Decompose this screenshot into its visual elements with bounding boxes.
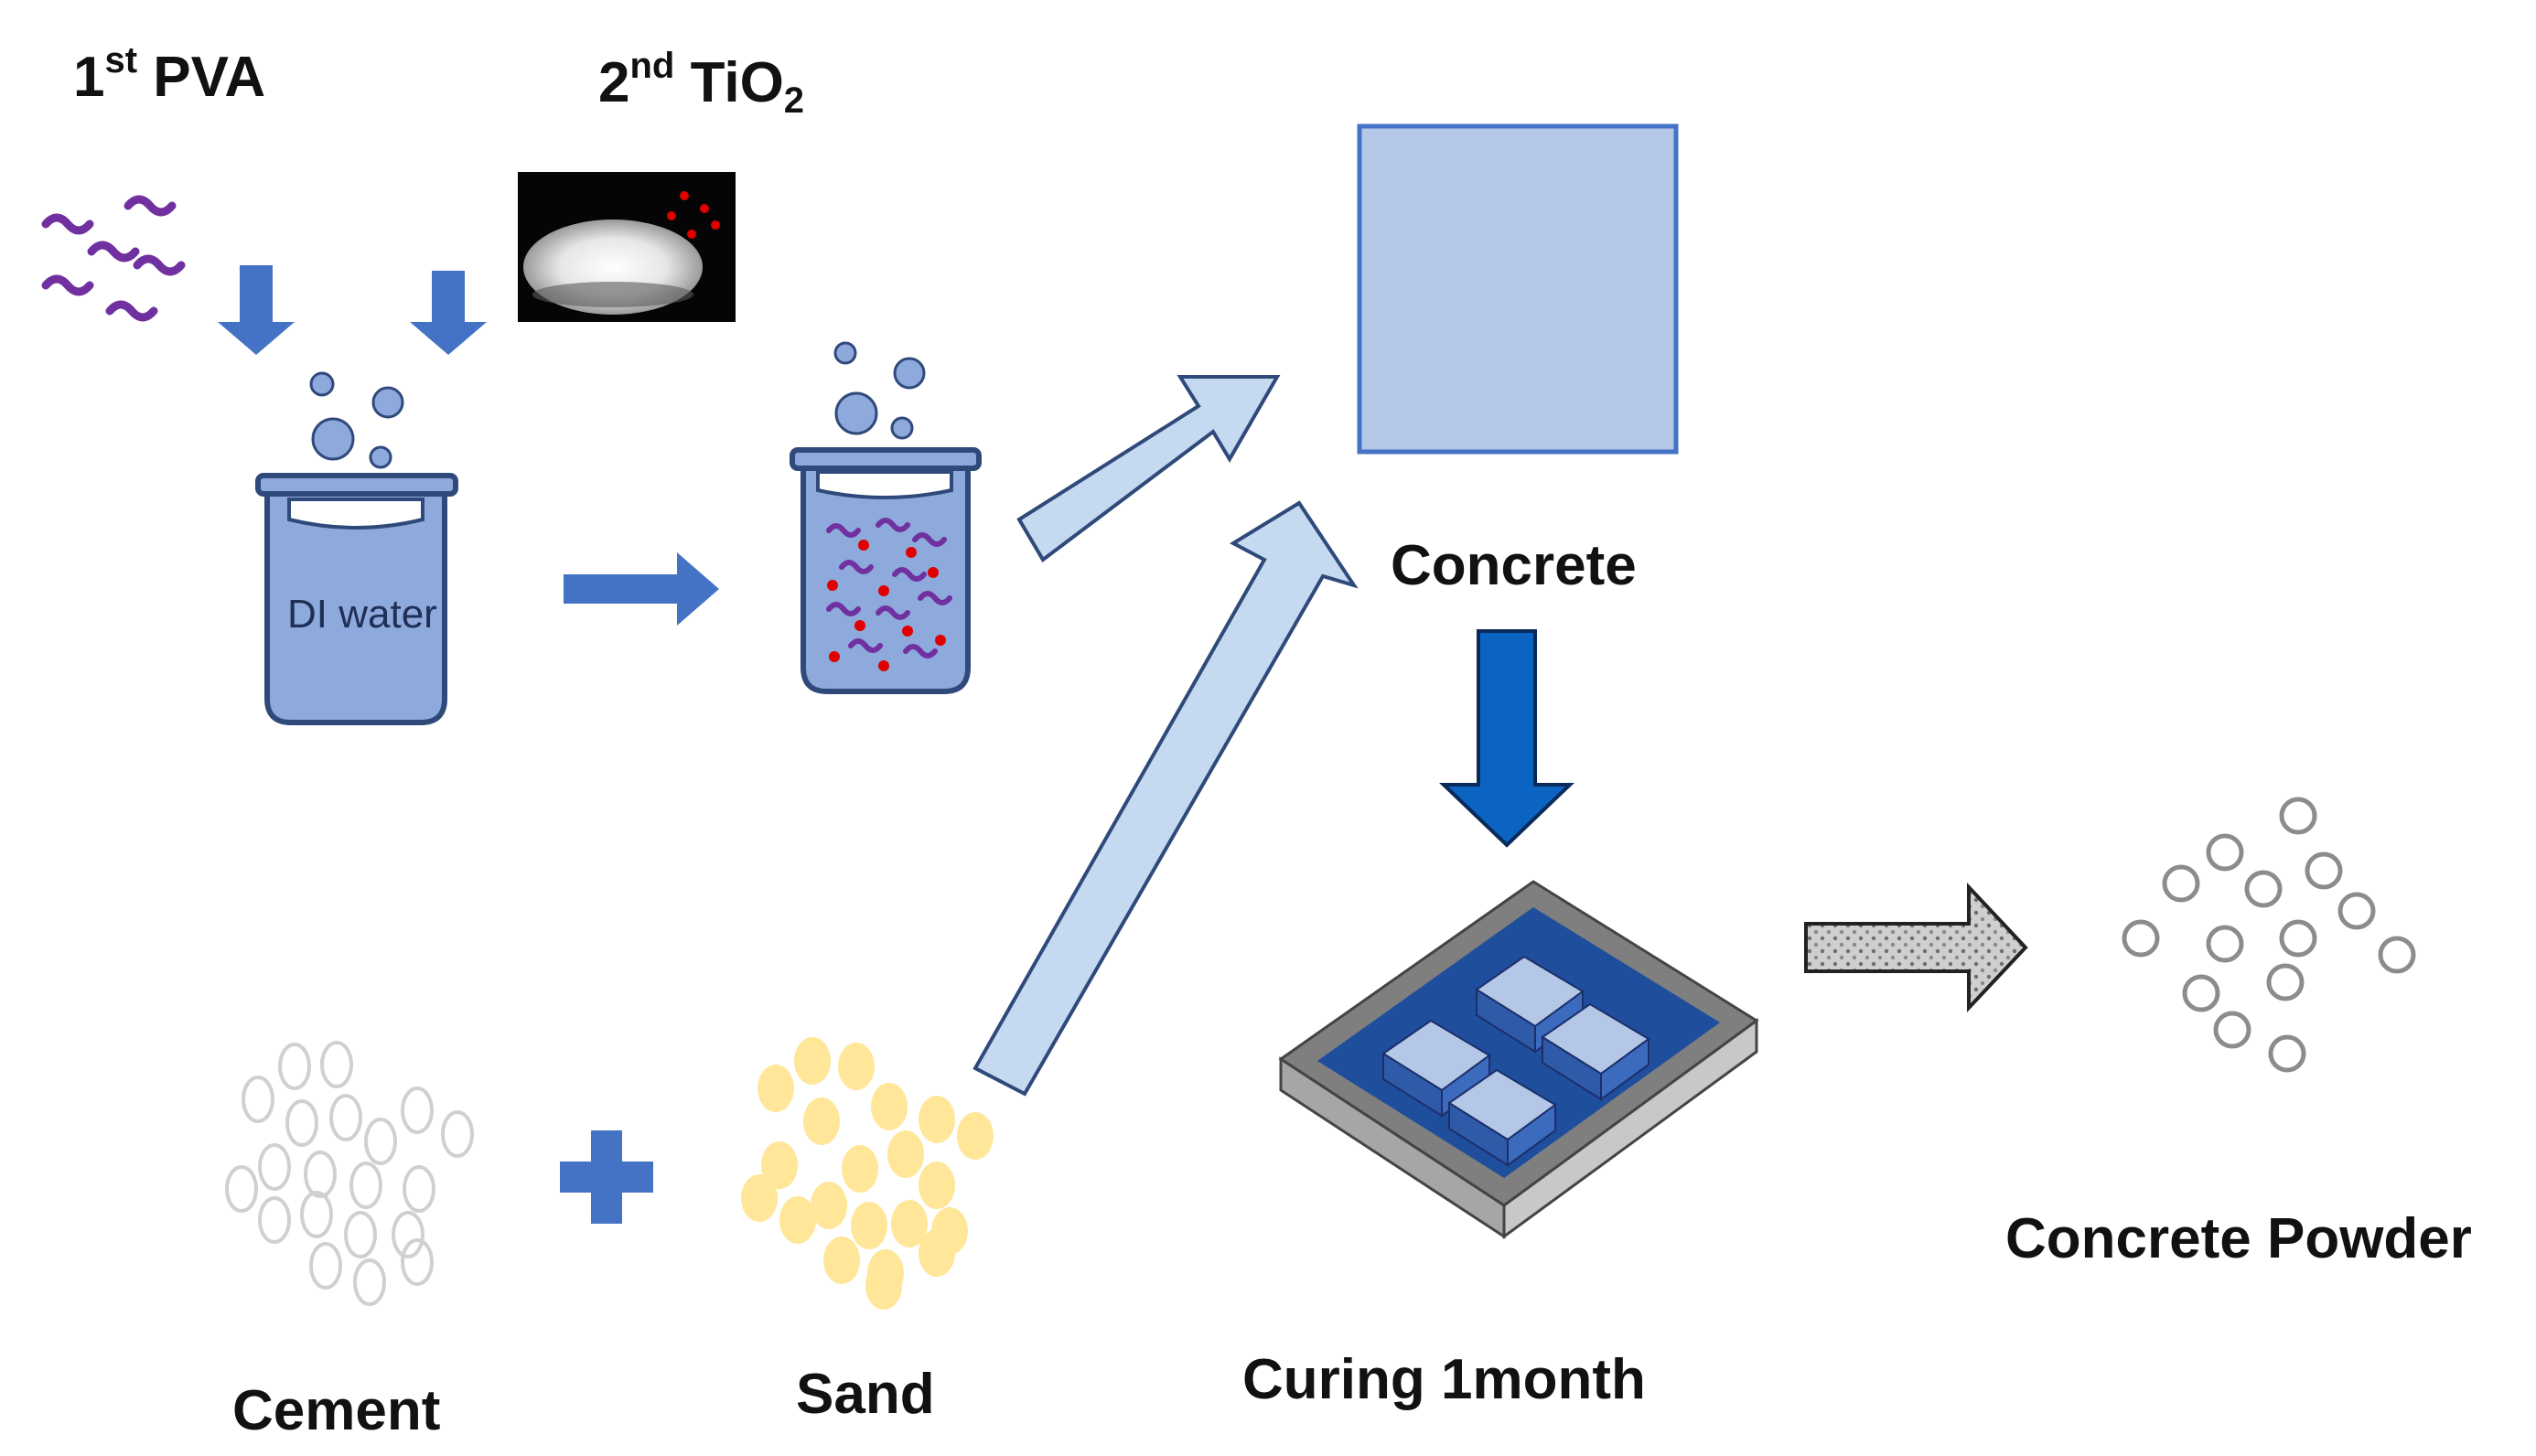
beaker-label: DI water: [287, 592, 437, 637]
step2-superscript: nd: [629, 46, 675, 86]
concrete-powder-particles-icon: [2122, 797, 2416, 1073]
plus-icon: [560, 1130, 653, 1224]
bent-arrow-right: [410, 271, 487, 355]
bent-arrow-left: [218, 265, 295, 355]
concrete-label: Concrete: [1391, 534, 1637, 597]
beaker-di-water-icon: [255, 473, 458, 725]
step2-subscript: 2: [783, 80, 805, 121]
arrow-curing-to-powder: [1804, 882, 2028, 1013]
cement-particles-icon: [225, 1041, 474, 1306]
step1-name: PVA: [153, 46, 266, 109]
concrete-block-icon: [1357, 123, 1679, 455]
arrow-mixture-to-concrete: [1016, 375, 1281, 562]
sand-particles-icon: [741, 1037, 994, 1310]
arrow-beaker-to-beaker: [564, 552, 719, 626]
beaker-mixture-icon: [790, 447, 982, 694]
tio2-powder-photo: [518, 172, 736, 322]
curing-mold-tray-icon: [1278, 880, 1759, 1239]
arrow-sand-to-concrete: [972, 500, 1359, 1097]
step1-superscript: st: [104, 40, 138, 80]
curing-label: Curing 1month: [1242, 1348, 1646, 1411]
pva-fiber-icon: [41, 195, 186, 322]
bubbles-icon-2: [833, 341, 926, 440]
step2-name: TiO: [690, 51, 784, 114]
arrow-concrete-to-curing: [1439, 629, 1574, 848]
step1-label: 1st PVA: [73, 42, 266, 109]
powder-label: Concrete Powder: [2005, 1207, 2472, 1270]
step1-number: 1: [73, 46, 105, 109]
sand-label: Sand: [796, 1363, 935, 1426]
bubbles-icon: [309, 371, 404, 469]
step2-label: 2nd TiO2: [598, 48, 804, 119]
step2-number: 2: [598, 51, 630, 114]
cement-label: Cement: [232, 1379, 441, 1442]
